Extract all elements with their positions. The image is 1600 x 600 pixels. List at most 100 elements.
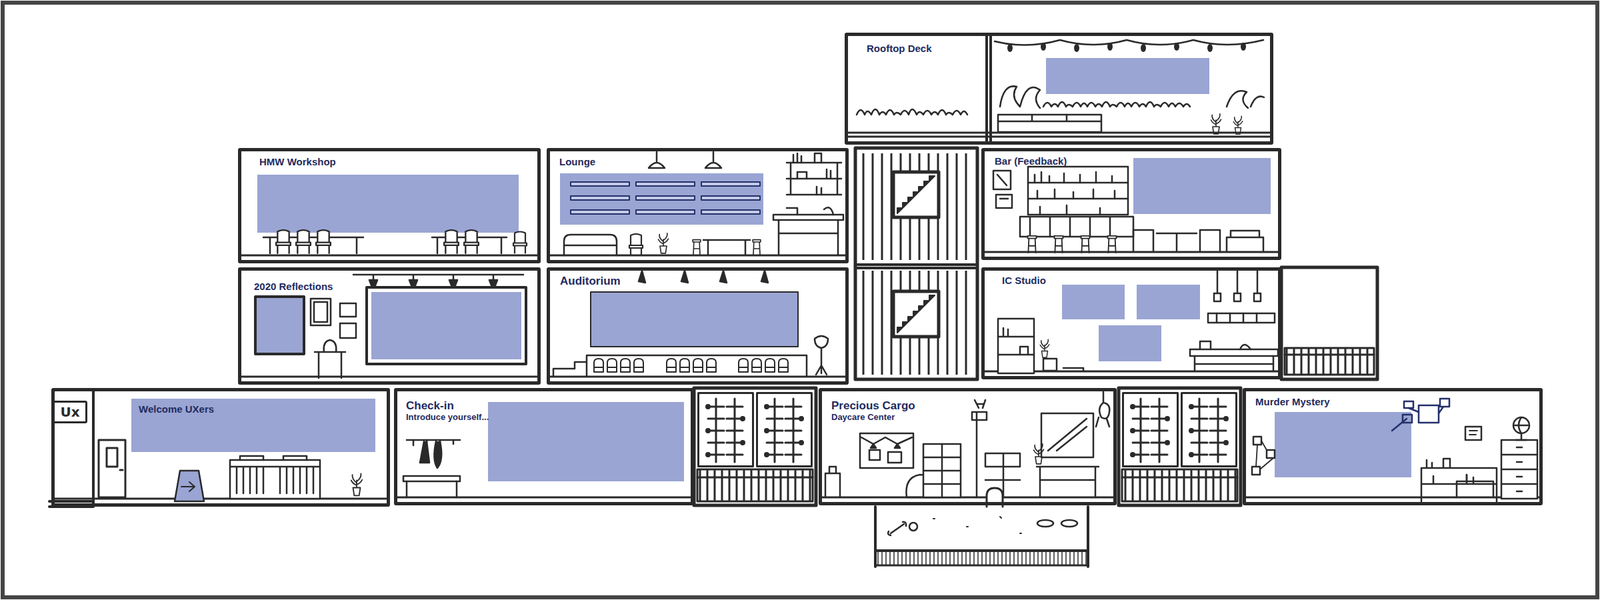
room-furnishings — [406, 440, 460, 446]
room-furnishings — [174, 470, 204, 502]
room-furnishings — [972, 400, 1020, 498]
room-furnishings — [1208, 313, 1275, 323]
room-furnishings — [1392, 406, 1444, 431]
room-furnishings — [240, 456, 307, 460]
room-furnishings — [998, 114, 1102, 132]
room-furnishings — [680, 358, 690, 372]
room-furnishings — [1007, 44, 1013, 52]
room-furnishings — [1501, 447, 1538, 492]
room-furnishings — [1062, 284, 1125, 320]
room-furnishings — [998, 318, 1034, 374]
room-furnishings — [765, 358, 775, 372]
building-structure — [698, 393, 754, 467]
building-structure — [933, 516, 1022, 534]
room-furnishings — [701, 196, 760, 200]
room-furnishings — [1404, 401, 1414, 408]
room-furnishings — [1043, 102, 1190, 107]
room-furnishings — [570, 196, 630, 200]
room-furnishings — [1211, 114, 1222, 134]
room-furnishings — [1252, 466, 1260, 475]
room-furnishings — [997, 174, 1008, 199]
room-furnishings — [1194, 341, 1274, 371]
building-structure — [860, 270, 972, 375]
room-furnishings — [371, 292, 522, 360]
room-furnishings — [340, 303, 356, 317]
building-structure — [697, 476, 813, 479]
room-furnishings — [778, 207, 838, 255]
room-furnishings — [825, 466, 840, 498]
room-furnishings — [778, 358, 788, 372]
room-furnishings — [570, 182, 630, 186]
room-furnishings — [1041, 413, 1094, 458]
room-furnishings — [366, 287, 526, 364]
room-title: Rooftop Deck — [866, 42, 932, 54]
room-furnishings — [1456, 474, 1494, 498]
room-box: HMW Workshop — [238, 148, 541, 264]
room-furnishings — [738, 358, 748, 372]
room-furnishings — [620, 358, 630, 372]
building-structure — [1122, 469, 1238, 502]
room-furnishings — [488, 402, 684, 482]
room-furnishings — [1000, 86, 1040, 108]
building-structure — [875, 564, 1088, 567]
room-furnishings — [1214, 293, 1261, 302]
room-furnishings — [1256, 440, 1274, 470]
room-box: 2020 Reflections — [238, 267, 541, 385]
room-furnishings — [923, 444, 961, 498]
room-furnishings — [560, 173, 764, 225]
room-furnishings — [1034, 444, 1044, 464]
room-furnishings — [590, 292, 798, 347]
room-furnishings — [752, 358, 762, 372]
room-furnishings — [444, 230, 459, 254]
room-furnishings — [793, 153, 831, 195]
room-furnishings — [1140, 44, 1146, 52]
room-furnishings — [403, 476, 460, 482]
room-furnishings — [636, 182, 695, 186]
building-structure — [893, 291, 939, 337]
building-structure — [876, 552, 1087, 566]
room-furnishings — [564, 234, 617, 256]
room-furnishings — [860, 433, 914, 468]
room-box: Bar (Feedback) — [981, 148, 1282, 260]
room-furnishings — [1036, 466, 1099, 498]
room-furnishings — [1274, 412, 1412, 478]
room-furnishings — [314, 302, 328, 322]
room-furnishings — [1190, 349, 1278, 356]
room-furnishings — [570, 210, 630, 214]
room-furnishings — [351, 473, 363, 496]
building-structure — [697, 469, 813, 502]
room-furnishings — [316, 230, 331, 254]
room-furnishings — [1421, 458, 1497, 502]
room-furnishings — [276, 230, 291, 254]
room-furnishings — [464, 230, 479, 254]
building-structure — [875, 506, 1088, 567]
room-furnishings — [1514, 417, 1528, 440]
room-furnishings — [1469, 430, 1478, 435]
room-box: Lounge — [546, 148, 849, 264]
building-structure — [893, 172, 939, 218]
building-structure — [855, 148, 978, 380]
room-furnishings — [1107, 236, 1116, 253]
building-structure — [986, 34, 991, 143]
room-title: Murder Mystery — [1255, 396, 1330, 408]
building-structure — [1122, 476, 1238, 479]
room-title: Auditorium — [560, 274, 621, 288]
room-furnishings — [1040, 339, 1050, 358]
room-furnishings — [1096, 392, 1110, 427]
room-furnishings — [692, 240, 701, 256]
room-box: Rooftop Deck — [844, 32, 1274, 145]
room-furnishings — [1133, 158, 1271, 214]
room-furnishings — [340, 323, 356, 338]
room-furnishings — [310, 298, 331, 326]
building-structure — [1284, 348, 1374, 375]
room-furnishings — [923, 444, 961, 498]
room-furnishings — [861, 437, 912, 463]
room-furnishings — [1040, 42, 1046, 51]
room-furnishings — [1233, 116, 1243, 134]
room-furnishings — [513, 232, 527, 254]
room-title: Welcome UXers — [138, 403, 214, 415]
room-furnishings — [701, 182, 760, 186]
room-furnishings — [570, 182, 760, 214]
room-furnishings — [230, 460, 320, 499]
